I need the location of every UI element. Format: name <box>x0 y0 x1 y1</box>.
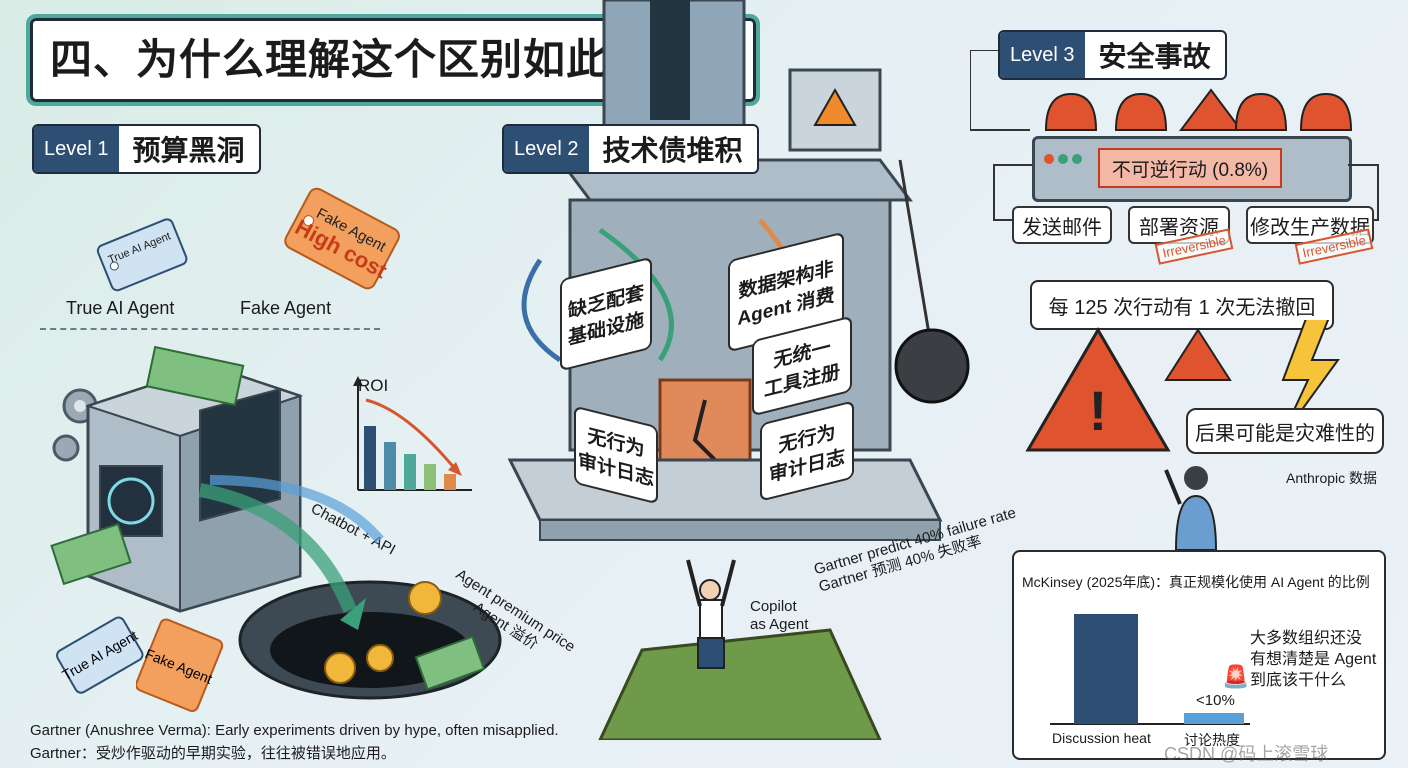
warning-icon <box>813 87 857 126</box>
level3-tag: Level 3 安全事故 <box>998 30 1227 80</box>
mckinsey-note: 大多数组织还没 有想清楚是 Agent 到底该干什么 <box>1250 630 1377 689</box>
watermark: CSDN @码上滚雪球 <box>1164 744 1329 764</box>
footnote-zh: Gartner：受炒作驱动的早期实验，往往被错误地应用。 <box>30 745 396 762</box>
true-agent-tag-bottom-icon: True AI Agent <box>56 616 144 694</box>
mckinsey-chart <box>1050 614 1250 725</box>
bar2-label: 讨论热度 <box>1184 732 1240 748</box>
banknote-icon <box>50 522 132 586</box>
level3-number: Level 3 <box>1000 32 1085 78</box>
consequence-callout: 后果可能是灾难性的 <box>1186 408 1384 454</box>
warning-icon <box>1164 328 1232 381</box>
roi-chart <box>353 376 472 491</box>
person-icon <box>1164 466 1218 550</box>
alarm-icon <box>1234 92 1288 131</box>
alarm-icon: 🚨 <box>1222 664 1250 689</box>
warning-icon <box>1025 327 1171 452</box>
warning-icon <box>1179 88 1243 131</box>
level2-tag: Level 2 技术债堆积 <box>502 124 759 174</box>
level1-number: Level 1 <box>34 126 119 172</box>
fake-agent-tag-icon: Fake Agent High cost <box>284 187 400 290</box>
level1-tag: Level 1 预算黑洞 <box>32 124 261 174</box>
footnote-en: Gartner (Anushree Verma): Early experime… <box>30 722 559 739</box>
level2-label: 技术债堆积 <box>602 135 743 166</box>
coin-icon <box>324 652 356 684</box>
black-hole-illustration <box>238 580 502 700</box>
level2-number: Level 2 <box>504 126 589 172</box>
bar-discussion-heat <box>1074 614 1138 724</box>
irreversible-stat: 每 125 次行动有 1 次无法撤回 <box>1030 280 1334 330</box>
fake-agent-tag-bottom-icon: Fake Agent <box>136 618 224 713</box>
alarm-lights <box>1044 88 1353 131</box>
source-anthropic: Anthropic 数据 <box>1286 470 1378 486</box>
flow-arrows <box>198 475 384 630</box>
fake-agent-caption: Fake Agent <box>240 298 332 318</box>
panel-buttons <box>1042 152 1090 182</box>
level1-label: 预算黑洞 <box>132 135 245 166</box>
svg-text:!: ! <box>1089 379 1108 442</box>
wrecking-ball-icon <box>894 328 970 404</box>
bar2-value-label: <10% <box>1196 692 1235 709</box>
coin-icon <box>366 644 394 672</box>
mckinsey-title: McKinsey (2025年底)：真正规模化使用 AI Agent 的比例 <box>1022 574 1370 590</box>
person-icon <box>699 579 721 601</box>
bar1-label: Discussion heat <box>1052 730 1151 746</box>
divider <box>40 328 380 330</box>
copilot-label: Copilot as Agent <box>750 598 809 633</box>
level3-label: 安全事故 <box>1098 41 1211 72</box>
tech-debt-tower-illustration <box>507 0 970 740</box>
banknote-icon <box>145 345 245 407</box>
alarm-icon <box>1299 92 1353 131</box>
bar-actual-usage <box>1184 713 1244 724</box>
true-agent-caption: True AI Agent <box>66 298 175 318</box>
true-agent-tag-icon: True AI Agent <box>96 218 188 292</box>
coin-icon <box>408 581 442 615</box>
alarm-icon <box>1044 92 1098 131</box>
gear-icon <box>52 434 80 462</box>
roi-label: ROI <box>358 376 389 395</box>
irreversible-action-display: 不可逆行动 (0.8%) <box>1098 148 1282 188</box>
alarm-icon <box>1114 92 1168 131</box>
action-send-email: 发送邮件 <box>1012 206 1112 244</box>
